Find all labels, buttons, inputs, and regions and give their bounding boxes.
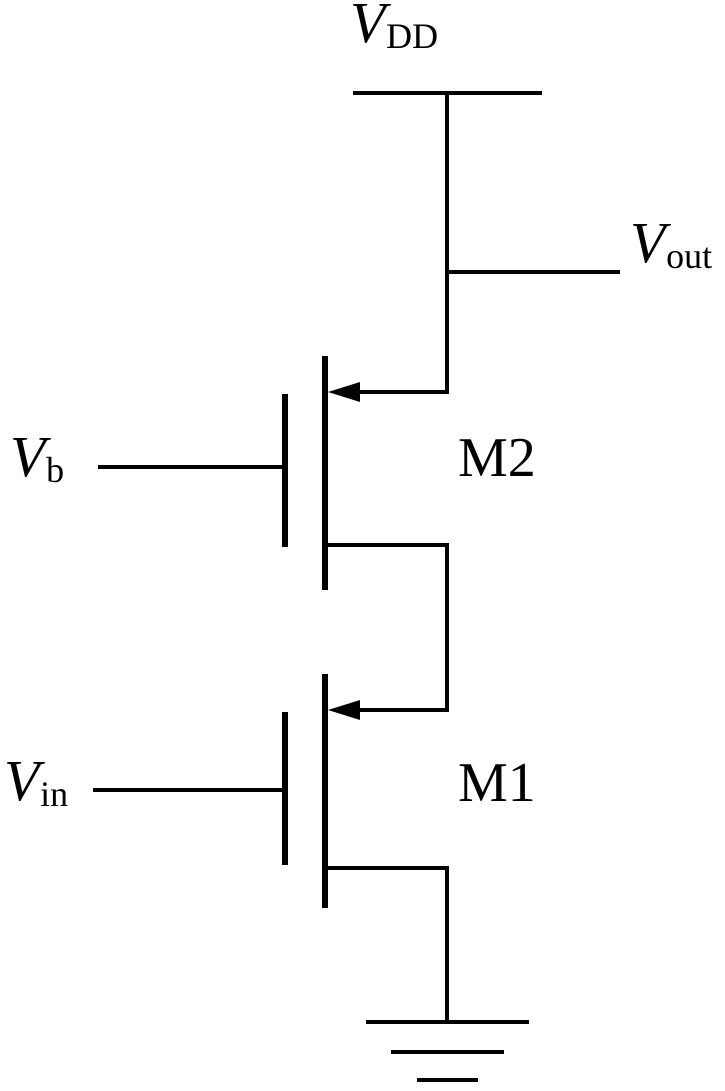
vb-label-sub: b — [46, 450, 65, 491]
vin-label-base: V — [4, 748, 40, 813]
vin-label-sub: in — [40, 774, 69, 815]
m2-drain-arrow-icon — [328, 382, 360, 402]
vdd-label-sub: DD — [386, 16, 439, 57]
vin-label: Vin — [4, 752, 68, 813]
vdd-label-base: V — [350, 0, 386, 55]
m1-drain-arrow-icon — [328, 700, 360, 720]
m2-label: M2 — [458, 427, 536, 489]
vout-label-sub: out — [666, 236, 713, 277]
vb-label: Vb — [10, 428, 64, 489]
m1-label: M1 — [458, 752, 536, 814]
vdd-label: VDD — [350, 0, 438, 55]
vout-label-base: V — [630, 210, 666, 275]
vb-label-base: V — [10, 424, 46, 489]
vout-label: Vout — [630, 214, 712, 275]
